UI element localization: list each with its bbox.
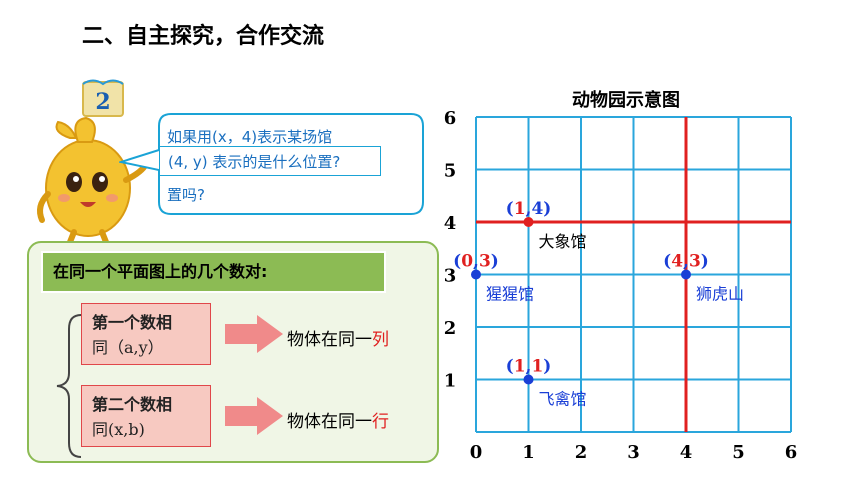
bubble-line-2: (4, y) 表示的是什么位置? — [168, 153, 341, 171]
x-tick-label: 6 — [785, 442, 798, 463]
point-coordinate-label: (0,3) — [453, 252, 499, 272]
y-tick-label: 1 — [444, 371, 457, 392]
result-highlight: 列 — [372, 330, 389, 350]
brace-icon — [56, 314, 82, 458]
rule-result-row: 物体在同一行 — [287, 407, 389, 432]
x-tick-label: 4 — [680, 442, 693, 463]
y-tick-label: 3 — [444, 266, 457, 287]
rule-box-row: 第二个数相 同(x,b) — [81, 385, 211, 447]
point-coordinate-label: (1,4) — [506, 199, 552, 219]
point-name-label: 狮虎山 — [696, 285, 744, 304]
y-tick-label: 4 — [444, 213, 457, 234]
speech-bubble: 如果用(x，4)表示某场馆 (4, y) 表示的是什么位置? 置吗? — [119, 112, 424, 216]
chart-title: 动物园示意图 — [572, 90, 680, 111]
result-text: 物体在同一 — [287, 330, 372, 350]
y-tick-label: 2 — [444, 318, 457, 339]
right-arrow-icon — [225, 397, 283, 435]
mascot-icon — [37, 116, 149, 245]
rule-line-1: 第二个数相 — [92, 395, 173, 414]
result-text: 物体在同一 — [287, 412, 372, 432]
data-point — [523, 374, 534, 385]
rule-line-1: 第一个数相 — [92, 313, 173, 332]
data-point — [681, 269, 691, 280]
book-badge-icon: 2 — [82, 79, 124, 117]
rule-line-2: 同（a,y） — [92, 338, 164, 357]
point-coordinate-label: (1,1) — [506, 357, 552, 377]
bubble-line-1: 如果用(x，4)表示某场馆 — [167, 128, 333, 146]
bubble-question-box: (4, y) 表示的是什么位置? — [159, 146, 381, 176]
x-tick-label: 5 — [732, 442, 745, 463]
rule-box-column: 第一个数相 同（a,y） — [81, 303, 211, 365]
section-heading: 二、自主探究，合作交流 — [82, 24, 325, 49]
panel-header: 在同一个平面图上的几个数对: — [41, 251, 386, 293]
rule-line-2: 同(x,b) — [92, 420, 145, 439]
x-tick-label: 1 — [522, 442, 535, 463]
y-tick-label: 5 — [444, 161, 457, 182]
right-arrow-icon — [225, 315, 283, 353]
badge-number: 2 — [95, 89, 110, 115]
rule-result-column: 物体在同一列 — [287, 325, 389, 350]
bubble-line-3: 置吗? — [167, 186, 205, 204]
point-name-label: 大象馆 — [539, 232, 587, 251]
summary-panel: 在同一个平面图上的几个数对: 第一个数相 同（a,y） 物体在同一列 第二个数相… — [27, 241, 439, 463]
point-name-label: 飞禽馆 — [539, 390, 587, 409]
y-tick-label: 6 — [444, 108, 457, 129]
point-name-label: 猩猩馆 — [486, 285, 534, 304]
x-tick-label: 3 — [627, 442, 640, 463]
x-tick-label: 0 — [470, 442, 483, 463]
data-point — [471, 269, 481, 280]
data-point — [523, 217, 534, 227]
result-highlight: 行 — [372, 412, 389, 432]
point-coordinate-label: (4,3) — [663, 252, 709, 272]
x-tick-label: 2 — [575, 442, 588, 463]
